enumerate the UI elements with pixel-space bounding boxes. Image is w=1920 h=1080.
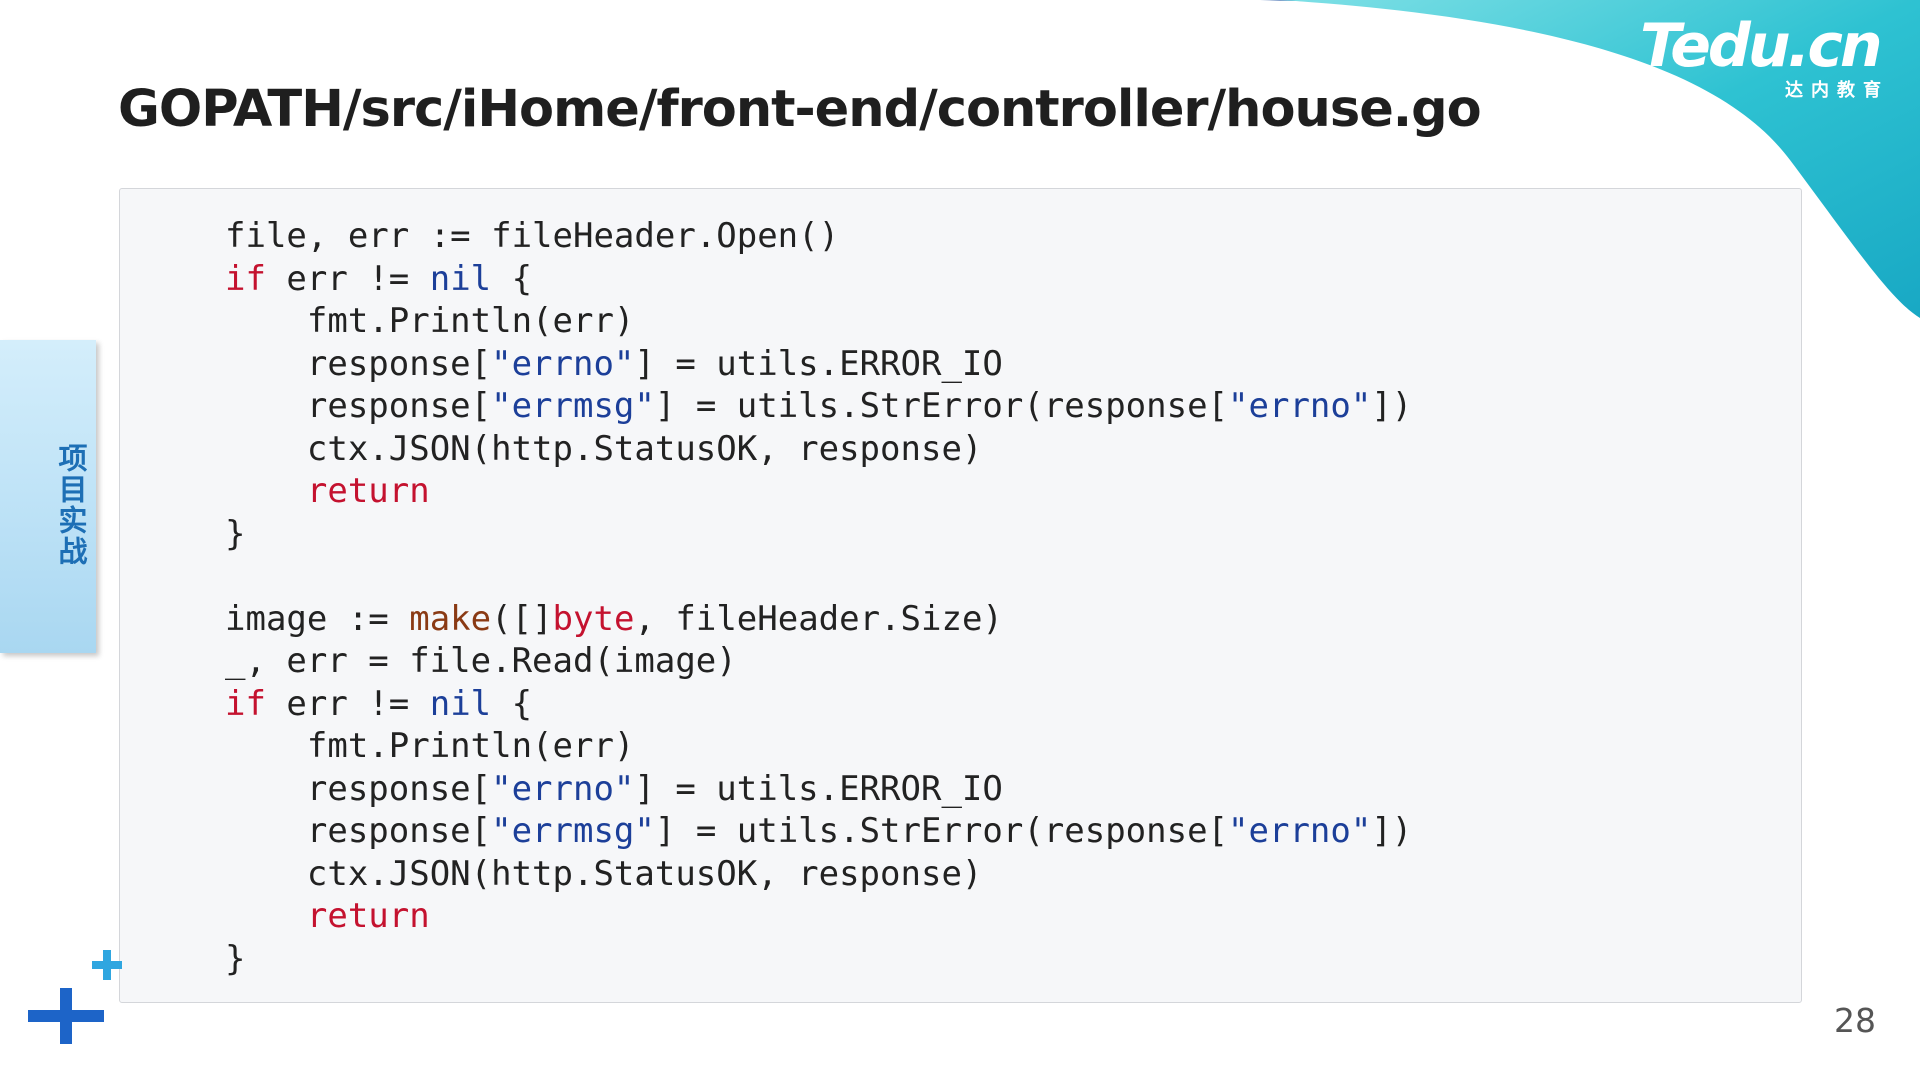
code-token: response[ [225,811,492,851]
code-token: { [491,683,533,724]
code-token: ] = utils.ERROR_IO [634,343,1003,384]
code-token: fmt.Println(err) [225,726,635,766]
code-line: return [225,470,1412,513]
code-token: "errno" [491,343,635,384]
code-line: ctx.JSON(http.StatusOK, response) [225,428,1412,471]
code-line: fmt.Println(err) [225,725,1412,768]
code-line: ctx.JSON(http.StatusOK, response) [225,853,1412,896]
code-line: } [225,513,1412,556]
code-token: } [225,938,246,979]
code-token: ] = utils.StrError(response[ [654,386,1229,426]
code-token: return [306,471,430,511]
code-token: if [225,683,266,724]
code-token: file, err := fileHeader.Open() [225,216,840,256]
code-line: image := make([]byte, fileHeader.Size) [225,598,1412,641]
code-line: _, err = file.Read(image) [225,640,1412,683]
code-line: } [225,938,1412,981]
code-token: "errno" [1228,386,1372,426]
code-token: "errmsg" [491,386,655,426]
code-line: response["errmsg"] = utils.StrError(resp… [225,810,1412,853]
code-line: fmt.Println(err) [225,300,1412,343]
code-token: } [225,513,246,554]
code-token: byte [552,598,635,639]
code-line: if err != nil { [225,258,1412,301]
logo-subtitle: 达内教育 [1785,80,1889,101]
code-token: err != [265,258,430,299]
code-token: { [491,258,533,299]
code-token: if [225,258,266,299]
code-token: ] = utils.ERROR_IO [634,768,1003,809]
code-line: response["errno"] = utils.ERROR_IO [225,343,1412,386]
code-block: file, err := fileHeader.Open()if err != … [225,215,1412,980]
code-token: _, err = file.Read(image) [225,641,737,681]
code-token [225,896,307,936]
code-token: response[ [225,386,492,426]
code-line: return [225,895,1412,938]
code-token: ] = utils.StrError(response[ [654,811,1229,851]
section-tab-label: 项目实战 [54,443,88,567]
code-token: nil [429,258,492,299]
code-token: "errno" [491,768,635,809]
code-token: response[ [225,343,492,384]
code-token: make [409,598,492,639]
code-token: err != [265,683,430,724]
section-tab: 项目实战 [0,340,96,653]
code-token: ]) [1371,811,1413,851]
page-number: 28 [1834,1001,1876,1040]
code-token: , fileHeader.Size) [634,598,1003,639]
code-line: file, err := fileHeader.Open() [225,215,1412,258]
code-line: if err != nil { [225,683,1412,726]
code-line [225,555,1412,598]
code-token: response[ [225,768,492,809]
plus-icon [28,988,104,1044]
code-line: response["errno"] = utils.ERROR_IO [225,768,1412,811]
code-token [225,471,307,511]
decorative-swoosh [1260,0,1920,318]
code-token: ctx.JSON(http.StatusOK, response) [225,853,983,894]
code-token: "errno" [1228,811,1372,851]
brand-logo: Tedu.cn 达内教育 [1640,16,1905,108]
code-token: ([] [491,598,553,639]
code-token: return [306,896,430,936]
slide-title: GOPATH/src/iHome/front-end/controller/ho… [118,80,1482,139]
plus-icon-small [92,950,122,980]
code-token: image := [225,598,410,639]
code-line: response["errmsg"] = utils.StrError(resp… [225,385,1412,428]
code-token: nil [429,683,492,724]
code-panel: file, err := fileHeader.Open()if err != … [119,188,1802,1003]
code-token: "errmsg" [491,811,655,851]
code-token: fmt.Println(err) [225,301,635,341]
code-token: ]) [1371,386,1413,426]
code-token: ctx.JSON(http.StatusOK, response) [225,428,983,469]
logo-wordmark: Tedu.cn [1640,11,1883,81]
